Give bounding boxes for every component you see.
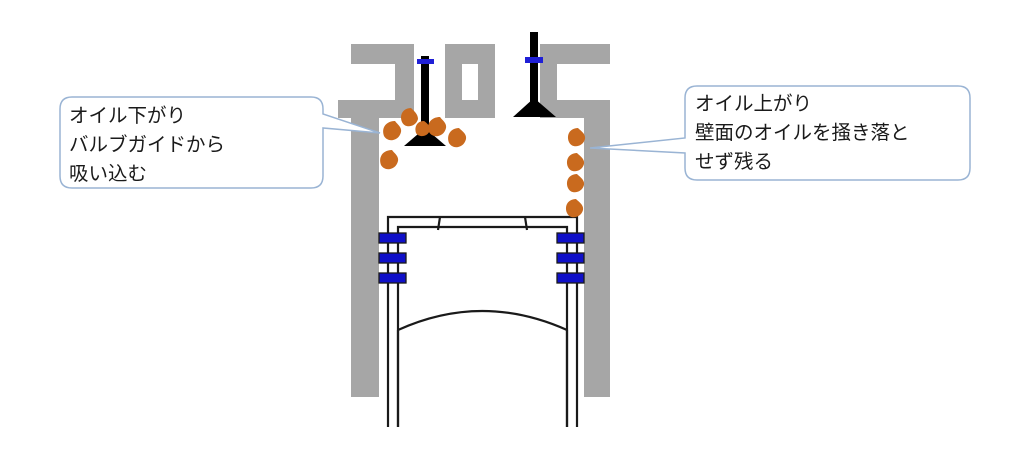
piston-skirt-arch — [397, 309, 568, 332]
port-pillar-left — [395, 64, 414, 100]
piston-crown-mark-right — [523, 216, 529, 231]
oil-drop — [415, 121, 430, 137]
piston-crown-mark-left — [436, 216, 442, 231]
oil-drop — [428, 117, 447, 137]
callout-left-line-3: 吸い込む — [69, 162, 147, 185]
port-pillar-middle-left — [445, 64, 462, 100]
piston-ring-left-top — [378, 232, 407, 244]
intake-valve — [404, 56, 446, 146]
oil-drop — [380, 150, 399, 170]
callout-right-line-1: オイル上がり — [695, 92, 812, 115]
piston-ring-right-middle — [556, 252, 585, 264]
head-bar-middle — [445, 100, 495, 118]
callout-right-line-3: せず残る — [695, 150, 773, 173]
piston-wrist-pin-bore — [396, 330, 569, 427]
cylinder-wall-right — [584, 118, 610, 397]
exhaust-valve-stem — [530, 32, 538, 112]
oil-drop — [448, 128, 467, 148]
callout-left-line-1: オイル下がり — [69, 104, 186, 127]
oil-drop — [567, 174, 585, 193]
piston-inner-outline — [396, 225, 569, 427]
oil-drop — [401, 108, 418, 127]
oil-drop — [567, 153, 585, 172]
oil-drop — [568, 128, 586, 147]
head-bar-left — [338, 100, 414, 118]
oil-drop — [383, 121, 402, 141]
callout-oil-down: オイル下がり バルブガイドから 吸い込む — [59, 96, 381, 189]
intake-valve-stem — [421, 56, 429, 136]
callout-right-line-2: 壁面のオイルを掻き落と — [695, 121, 910, 144]
piston-ring-left-middle — [378, 252, 407, 264]
piston-ring-left-bottom — [378, 272, 407, 284]
callout-left-line-2: バルブガイドから — [69, 133, 225, 156]
oil-drops-cylinder-wall — [566, 128, 586, 218]
port-pillar-right — [540, 64, 557, 100]
port-pillar-middle-right — [478, 64, 495, 100]
head-bar-right — [540, 100, 610, 118]
piston — [386, 215, 579, 427]
oil-drops-valve-guide — [380, 108, 467, 170]
callout-oil-up: オイル上がり 壁面のオイルを掻き落と せず残る — [589, 85, 971, 181]
piston-rings — [378, 232, 585, 284]
piston-ring-right-bottom — [556, 272, 585, 284]
piston-ring-right-top — [556, 232, 585, 244]
cylinder-head — [338, 44, 610, 118]
exhaust-valve — [513, 32, 556, 117]
head-block-middle — [445, 44, 495, 64]
intake-valve-head — [404, 128, 446, 146]
cylinder-walls — [351, 118, 610, 397]
callout-bubble-left — [59, 96, 381, 189]
piston-outline — [386, 215, 579, 427]
head-block-right — [540, 44, 610, 64]
callout-bubble-right — [589, 85, 971, 181]
exhaust-valve-head — [513, 98, 556, 117]
cylinder-wall-left — [351, 118, 379, 397]
intake-valve-marker — [417, 59, 434, 64]
oil-drop — [566, 199, 584, 218]
exhaust-valve-marker — [525, 57, 543, 63]
head-block-left — [351, 44, 414, 64]
